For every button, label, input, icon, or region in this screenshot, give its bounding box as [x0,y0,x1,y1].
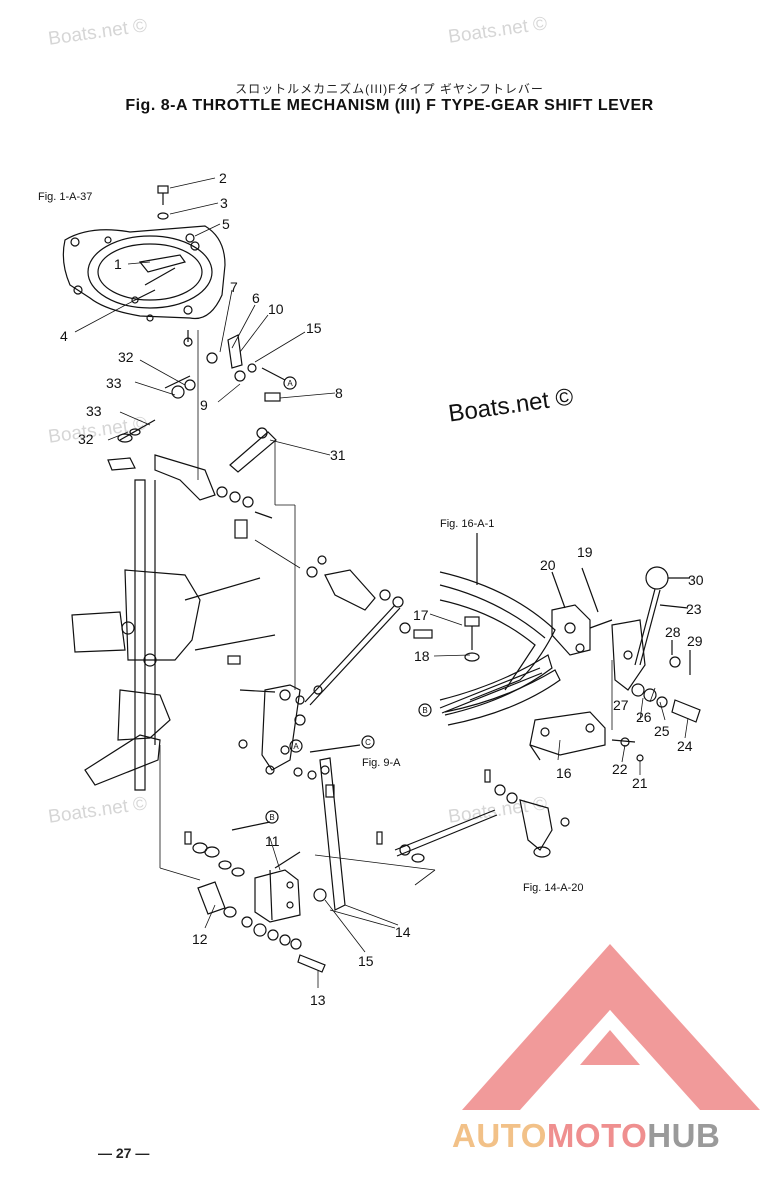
part-label-2: 2 [219,170,227,186]
part-label-16: 16 [556,765,572,781]
part-number-labels: 2 3 5 1 4 7 6 10 15 9 8 31 32 33 33 32 2… [60,170,704,1008]
part-label-32: 32 [78,431,94,447]
fig-ref-14-a-20: Fig. 14-A-20 [523,882,584,894]
leader-lines [74,177,336,456]
alignment-lines [159,330,613,929]
bracket-16 [529,683,701,762]
part-label-26: 26 [636,709,652,725]
fig-ref-16-a-1: Fig. 16-A-1 [440,518,494,530]
bracket-11 [231,821,301,923]
part-label-27: 27 [613,697,629,713]
part-label-15: 15 [306,320,322,336]
linkage-fig14 [376,769,570,863]
brand-part-moto: MOTO [546,1117,648,1154]
part-label-9: 9 [200,397,208,413]
fig-ref-1-a-37: Fig. 1-A-37 [38,191,92,203]
part-label-30: 30 [688,572,704,588]
bolt-17 [464,616,480,662]
part-label-19: 19 [577,544,593,560]
part-label-32: 32 [118,349,134,365]
part-label-3: 3 [220,195,228,211]
cable-b [439,667,543,714]
part-label-28: 28 [665,624,681,640]
page-number: — 27 — [98,1145,150,1161]
part-label-18: 18 [414,648,430,664]
part-label-24: 24 [677,738,693,754]
part-label-22: 22 [612,761,628,777]
linkage-upper [107,330,286,473]
brand-part-auto: AUTO [452,1117,547,1154]
lower-parts [184,831,327,973]
title-japanese: スロットルメカニズム(III)Fタイプ ギヤシフトレバー [235,82,544,96]
leader-lines-right [429,613,689,775]
part-label-13: 13 [310,992,326,1008]
brand-part-hub: HUB [647,1117,721,1154]
part-label-21: 21 [632,775,648,791]
marker-a: A [293,742,299,751]
fig-ref-9-a: Fig. 9-A [362,757,401,769]
bolt-4 [131,289,156,304]
marker-a: A [287,379,293,388]
part-label-1: 1 [114,256,122,272]
frame-left [71,479,276,791]
throttle-lever-arm [154,454,273,539]
part-label-12: 12 [192,931,208,947]
part-label-23: 23 [686,601,702,617]
part-label-33: 33 [106,375,122,391]
part-label-31: 31 [330,447,346,463]
part-label-7: 7 [230,279,238,295]
gear-shift-bracket-20 [551,567,613,656]
bolt-2 [157,185,169,205]
part-label-33: 33 [86,403,102,419]
part-label-17: 17 [413,607,429,623]
brand-logo-triangle [462,944,760,1110]
nut-5 [185,233,195,243]
part-label-10: 10 [268,301,284,317]
marker-c: C [365,738,371,747]
marker-b: B [422,706,427,715]
part-label-8: 8 [335,385,343,401]
figure-references: Fig. 1-A-37 Fig. 16-A-1 Fig. 9-A Fig. 14… [38,191,584,894]
part-label-29: 29 [687,633,703,649]
washer-3 [157,212,169,220]
leader-lines-lower [204,739,561,988]
shift-lever-14 [238,684,361,911]
housing-flange [62,225,226,322]
marker-b: B [269,813,274,822]
title-english: Fig. 8-A THROTTLE MECHANISM (III) F TYPE… [125,97,654,114]
marker-circles [265,376,432,824]
part-label-5: 5 [222,216,230,232]
throttle-rod [304,555,433,706]
part-label-20: 20 [540,557,556,573]
marker-letters: A A C B B [269,379,427,822]
part-label-11: 11 [265,833,280,849]
shift-lever-23 [611,566,691,691]
brand-wordmark: AUTOMOTOHUB [452,1117,720,1155]
part-label-6: 6 [252,290,260,306]
part-label-25: 25 [654,723,670,739]
part-label-15: 15 [358,953,374,969]
part-label-4: 4 [60,328,68,344]
part-label-14: 14 [395,924,411,940]
cover-panel [439,533,561,726]
